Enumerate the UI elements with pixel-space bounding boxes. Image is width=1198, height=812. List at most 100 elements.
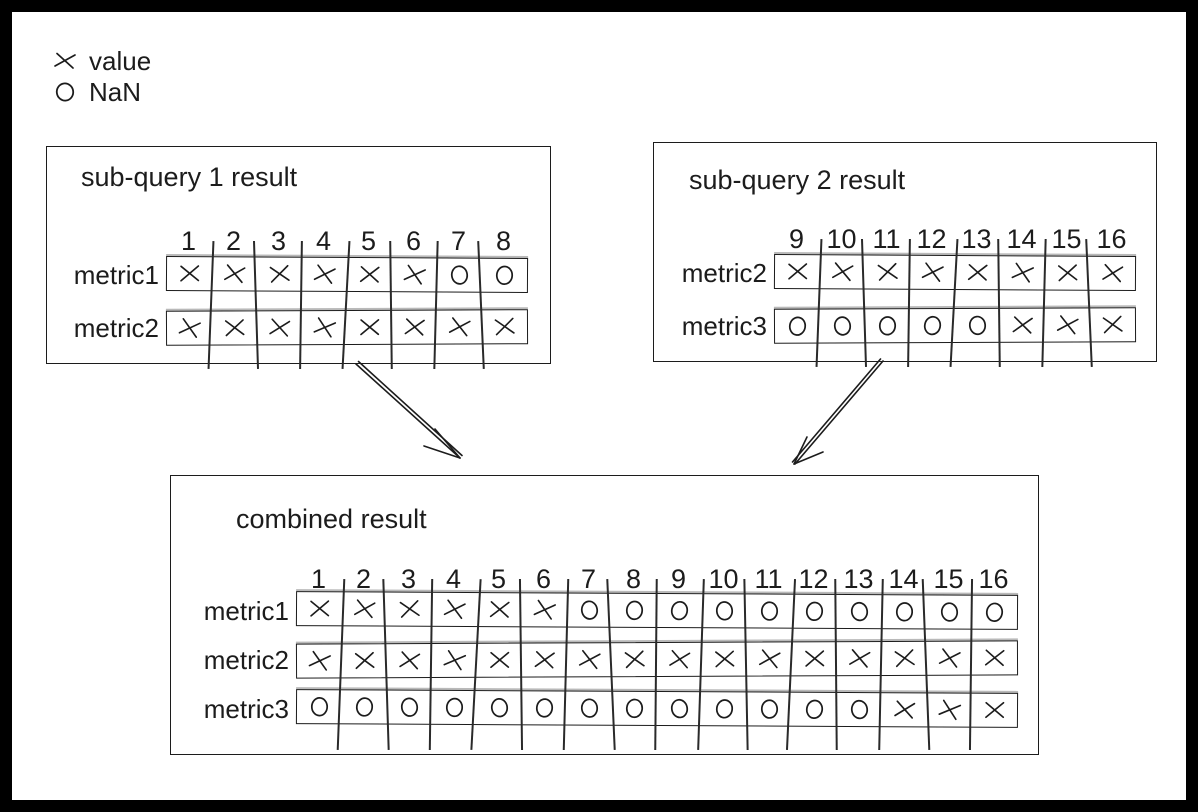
cell-x — [257, 258, 302, 291]
cell-x — [257, 311, 302, 344]
nan-icon — [450, 265, 469, 285]
row-label: metric2 — [73, 312, 159, 343]
cell-x — [972, 694, 1017, 727]
cell-x — [477, 644, 522, 677]
cell-o — [437, 258, 482, 291]
legend-item-value: value — [52, 45, 151, 76]
nan-icon — [878, 316, 897, 336]
column-header: 2 — [355, 564, 372, 594]
row-label: metric3 — [681, 310, 767, 341]
cell-x — [167, 257, 212, 290]
nan-icon — [490, 697, 509, 718]
column-header: 16 — [1096, 224, 1127, 254]
x-icon — [404, 318, 425, 336]
x-icon — [578, 649, 601, 670]
metric-row: metric2 — [204, 640, 1019, 679]
row-rect — [165, 256, 529, 293]
cell-x — [347, 258, 392, 291]
column-header: 13 — [843, 564, 874, 594]
cell-x — [1045, 308, 1090, 341]
x-icon — [877, 262, 898, 281]
row-rect — [295, 640, 1019, 679]
column-header: 7 — [450, 226, 467, 256]
row-rect — [773, 307, 1137, 344]
nan-icon — [760, 601, 779, 621]
cell-x — [342, 592, 387, 625]
x-icon — [354, 651, 375, 670]
column-header: 10 — [826, 224, 857, 254]
cell-x — [792, 642, 837, 675]
nan-icon — [788, 316, 807, 336]
cell-x — [522, 643, 567, 676]
nan-icon — [940, 602, 959, 622]
cell-o — [297, 690, 342, 723]
x-icon — [52, 50, 78, 72]
x-icon — [894, 700, 916, 719]
cell-x — [477, 593, 522, 626]
column-header: 7 — [580, 564, 597, 594]
column-header: 6 — [405, 226, 422, 256]
column-header: 4 — [315, 226, 332, 256]
cell-o — [955, 309, 1000, 342]
row-label: metric2 — [203, 644, 289, 675]
column-header: 14 — [1006, 224, 1037, 254]
x-icon — [269, 264, 290, 283]
x-icon — [1102, 263, 1124, 283]
column-header: 6 — [535, 564, 552, 594]
nan-icon — [580, 698, 599, 718]
x-icon — [399, 599, 420, 618]
cell-x — [432, 644, 477, 677]
cell-o — [702, 692, 747, 725]
cell-x — [387, 644, 432, 677]
metric-row: metric2 — [682, 254, 1137, 291]
x-icon — [354, 599, 376, 619]
x-icon — [921, 262, 944, 282]
nan-icon — [805, 601, 824, 622]
cell-o — [747, 692, 792, 725]
cell-o — [837, 595, 882, 628]
column-header: 16 — [978, 564, 1009, 594]
nan-icon — [670, 600, 689, 621]
cell-x — [972, 641, 1017, 674]
x-icon — [715, 650, 735, 668]
nan-icon — [850, 699, 869, 720]
nan-icon — [52, 82, 78, 102]
row-rect — [295, 591, 1019, 630]
nan-icon — [715, 699, 734, 719]
column-header: 2 — [225, 226, 242, 256]
column-header: 9 — [788, 224, 805, 254]
cell-o — [482, 259, 527, 292]
cell-o — [657, 594, 702, 627]
nan-icon — [355, 697, 374, 717]
nan-icon — [670, 698, 689, 719]
cell-x — [747, 642, 792, 675]
column-header: 1 — [180, 226, 197, 256]
cell-o — [702, 594, 747, 627]
column-header: 12 — [916, 224, 947, 254]
legend-label-value: value — [89, 45, 152, 76]
x-icon — [308, 650, 331, 671]
legend: value NaN — [52, 45, 151, 107]
x-icon — [269, 318, 291, 337]
cell-x — [927, 693, 972, 726]
nan-icon — [760, 699, 779, 719]
arrow-subquery2-to-combined — [791, 358, 884, 465]
column-header: 8 — [625, 564, 642, 594]
nan-icon — [850, 601, 869, 622]
nan-icon — [580, 600, 599, 620]
x-icon — [490, 651, 510, 669]
cell-o — [775, 310, 820, 343]
row-rect — [295, 689, 1019, 728]
x-icon — [360, 319, 380, 336]
x-icon — [180, 265, 200, 282]
nan-icon — [985, 602, 1004, 622]
x-icon — [399, 651, 421, 670]
cell-o — [657, 692, 702, 725]
x-icon — [359, 265, 380, 283]
nan-icon — [625, 600, 644, 621]
cell-x — [865, 256, 910, 289]
